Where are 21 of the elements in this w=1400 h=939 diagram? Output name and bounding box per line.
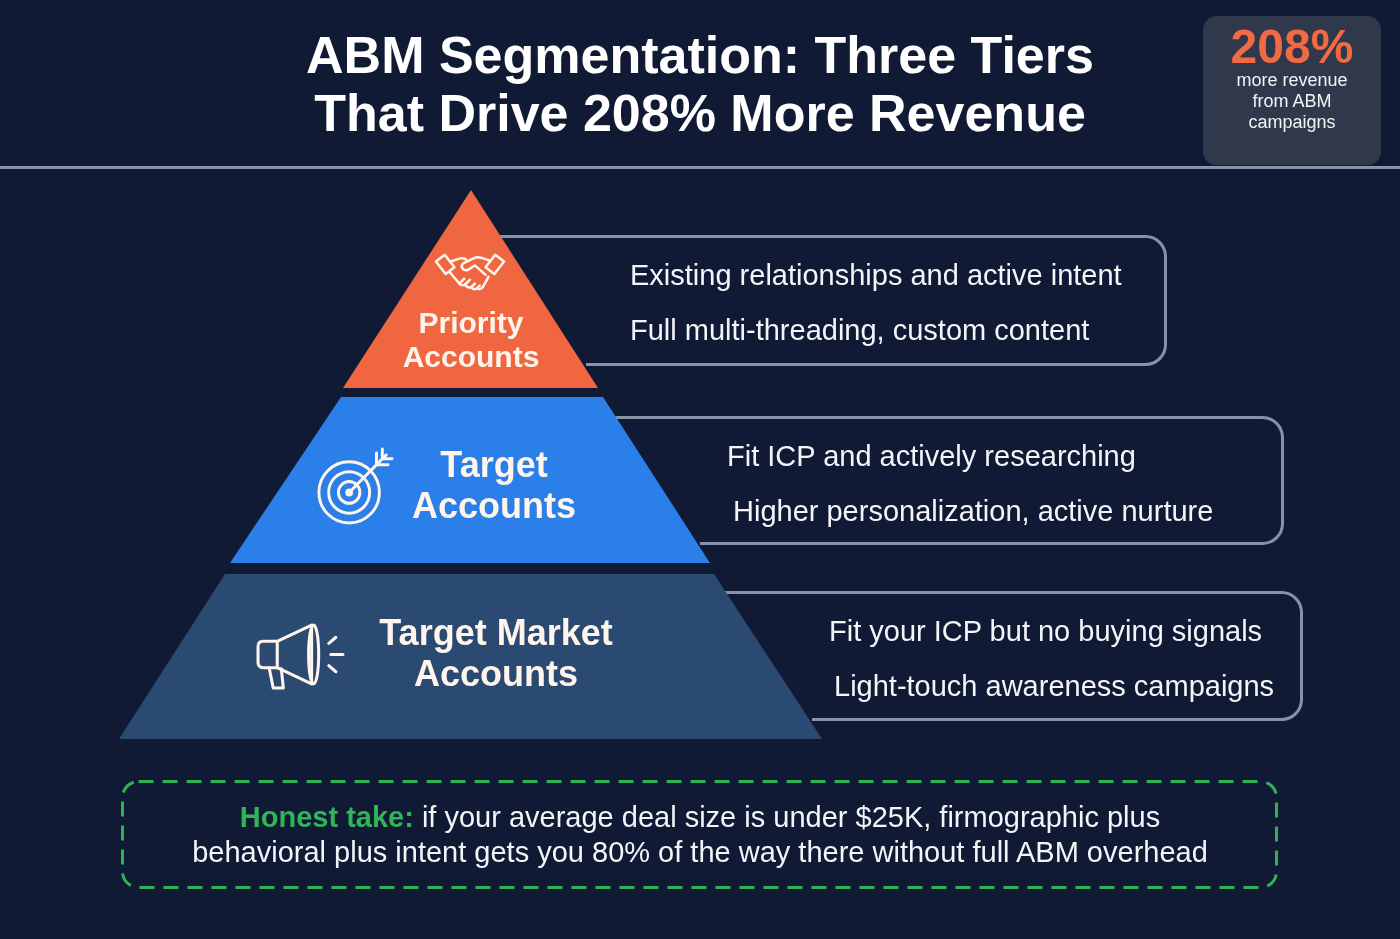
stat-value: 208% xyxy=(1230,21,1354,73)
tier-label: Target Market Accounts xyxy=(378,612,614,694)
description-panel xyxy=(586,235,1167,366)
description-text: Higher personalization, active nurture xyxy=(733,494,1214,528)
note-text: Honest take: if your average deal size is under $25K, firmographic plus behavioral plus intent gets you 80% of the way there without full ABM overhead xyxy=(191,799,1209,870)
stat-card xyxy=(1203,16,1381,165)
description-text: Full multi-threading, custom content xyxy=(630,313,1090,347)
pyramid-tier xyxy=(343,190,598,388)
description-text: Fit ICP and actively researching xyxy=(727,439,1136,473)
pyramid-tier xyxy=(230,397,710,563)
title: ABM Segmentation: Three Tiers That Drive 208% More Revenue xyxy=(305,26,1095,142)
description-text: Light-touch awareness campaigns xyxy=(834,669,1275,703)
description-panel xyxy=(700,416,1284,545)
description-text: Fit your ICP but no buying signals xyxy=(829,614,1263,648)
description-panel xyxy=(812,591,1303,721)
description-text: Existing relationships and active intent xyxy=(630,258,1122,292)
stat-caption: more revenue from ABM campaigns xyxy=(1235,70,1349,133)
tier-label: Target Accounts xyxy=(411,444,577,526)
note-box xyxy=(121,780,1278,889)
tier-label: Priority Accounts xyxy=(401,306,541,374)
pyramid-tier xyxy=(119,574,822,739)
